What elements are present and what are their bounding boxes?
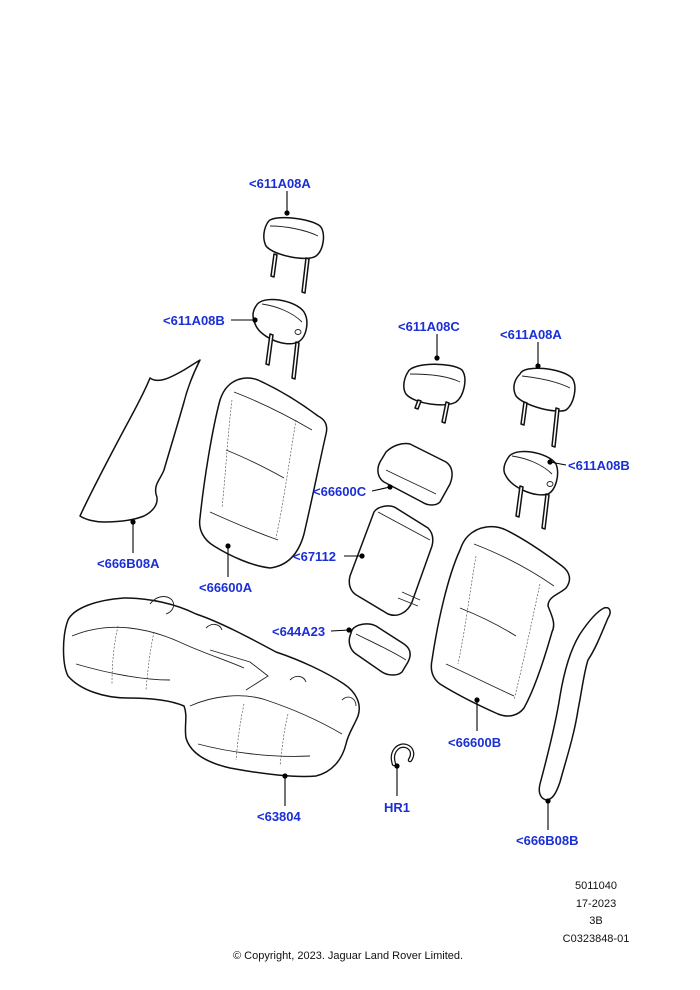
headrest-611a08c[interactable] [403, 363, 466, 424]
callout-611a08c[interactable]: <611A08C [398, 319, 460, 334]
armrest-67112[interactable] [348, 505, 434, 616]
callout-63804[interactable]: <63804 [257, 809, 301, 824]
hook-hr1[interactable] [390, 743, 415, 767]
callout-67112[interactable]: <67112 [293, 549, 337, 564]
model-year-range: 17-2023 [575, 898, 617, 910]
section-code: 3B [589, 915, 603, 927]
callout-66600c[interactable]: <66600C [313, 484, 367, 499]
illustration-id: C0323848-01 [562, 933, 630, 945]
seat-back-66600a[interactable] [198, 377, 328, 569]
cupholder-644a23[interactable] [348, 623, 411, 676]
callout-hr1[interactable]: HR1 [384, 800, 411, 815]
callout-666b08b[interactable]: <666B08B [516, 833, 579, 848]
reference-number: 5011040 [574, 880, 617, 892]
headrest-611a08a-left[interactable] [263, 216, 325, 294]
side-bolster-666b08b[interactable] [538, 606, 611, 801]
callout-611a08b-right[interactable]: <611A08B [568, 458, 630, 473]
headrest-611a08a-right[interactable] [513, 367, 576, 448]
copyright-notice: © Copyright, 2023. Jaguar Land Rover Lim… [233, 950, 464, 962]
headrest-611a08b-left[interactable] [252, 298, 308, 380]
armrest-cover-66600c[interactable] [377, 442, 453, 506]
callout-644a23[interactable]: <644A23 [272, 624, 326, 639]
seat-cushion-63804[interactable] [62, 596, 360, 778]
callout-66600a[interactable]: <66600A [199, 580, 253, 595]
callout-666b08a[interactable]: <666B08A [97, 556, 160, 571]
callout-611a08a-left[interactable]: <611A08A [249, 176, 311, 191]
callout-611a08b-left[interactable]: <611A08B [163, 313, 225, 328]
headrest-611a08b-right[interactable] [503, 450, 559, 530]
side-bolster-666b08a[interactable] [79, 359, 201, 523]
callout-66600b[interactable]: <66600B [448, 735, 502, 750]
leader-lines [130, 191, 567, 830]
seat-back-66600b[interactable] [430, 525, 571, 717]
callout-611a08a-right[interactable]: <611A08A [500, 327, 562, 342]
